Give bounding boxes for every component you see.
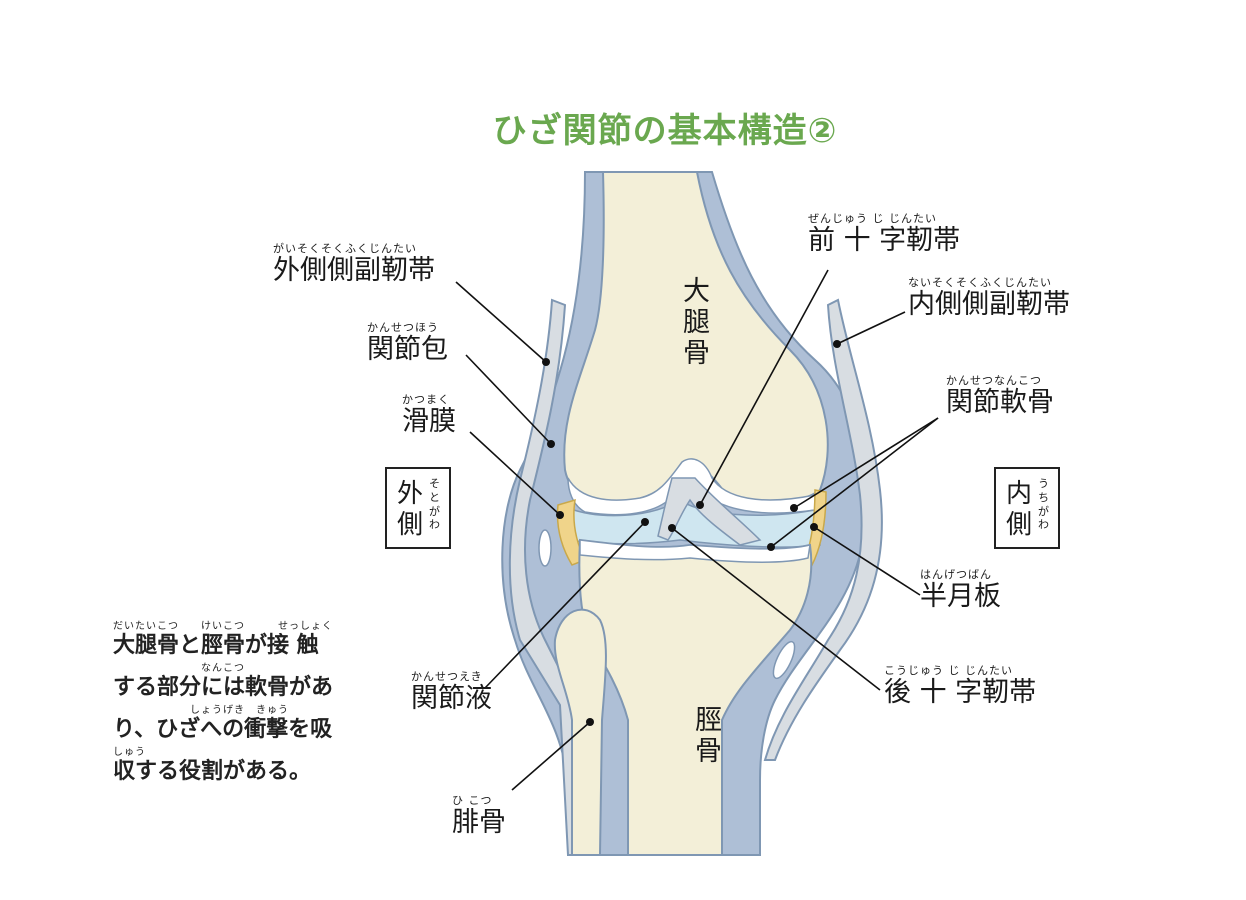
leader-line — [469, 431, 561, 516]
ruby-text: ひ こつ — [452, 794, 493, 807]
label-text: 前 十 字靭帯 — [808, 225, 961, 256]
leader-dot — [556, 511, 564, 519]
ruby-text: だいたいこつ けいこつ せっしょく — [113, 621, 333, 632]
label-text: 腓骨 — [452, 807, 506, 838]
ruby-text: かんせつほう — [367, 321, 439, 334]
description-text: だいたいこつ けいこつ せっしょく 大腿骨と脛骨が接 触 なんこつ する部分には… — [113, 620, 363, 788]
cruciate-ligaments-shape — [657, 477, 762, 546]
leader-line — [699, 269, 829, 506]
tibia-cartilage-shape — [579, 539, 811, 563]
leader-dot — [790, 504, 798, 512]
lateral-collateral-ligament-label: がいそくそくふくじんたい 外側側副靭帯 — [273, 243, 435, 284]
label-text: 滑膜 — [402, 406, 456, 437]
leader-dot — [641, 518, 649, 526]
leader-dot — [767, 543, 775, 551]
label-text: 半月板 — [920, 581, 1001, 612]
leader-dot — [810, 523, 818, 531]
label-text: 関節包 — [367, 334, 448, 365]
leader-dot — [542, 358, 550, 366]
ruby-text: しょうげき きゅう — [113, 704, 289, 716]
leader-line — [484, 521, 646, 689]
synovial-pocket-shape — [538, 529, 552, 567]
joint-capsule-label: かんせつほう 関節包 — [367, 322, 448, 363]
outer-side-box: 外側 そとがわ — [385, 467, 451, 549]
femur-label: 大腿骨 — [683, 276, 710, 370]
leader-line — [813, 526, 921, 596]
anterior-cruciate-ligament-label: ぜんじゅう じ じんたい 前 十 字靭帯 — [808, 213, 960, 254]
meniscus-label: はんげつばん 半月板 — [920, 569, 1001, 610]
outer-side-ruby: そとがわ — [429, 477, 440, 532]
leader-line — [511, 721, 591, 791]
label-text: 後 十 字靭帯 — [884, 677, 1037, 708]
label-text: 関節液 — [411, 683, 492, 714]
ruby-text: はんげつばん — [920, 568, 992, 581]
synovium-label: かつまく 滑膜 — [402, 394, 456, 435]
ruby-text: ぜんじゅう じ じんたい — [808, 212, 937, 225]
tibia-label: 脛骨 — [695, 705, 722, 768]
leader-line — [671, 527, 881, 691]
medial-collateral-ligament-label: ないそくそくふくじんたい 内側側副靭帯 — [908, 277, 1070, 318]
medial-collateral-ligament-shape — [763, 298, 883, 761]
leader-dot — [668, 524, 676, 532]
description-line: 大腿骨と脛骨が接 触 — [113, 633, 319, 658]
leader-line — [793, 417, 939, 509]
description-line: する部分には軟骨があ — [113, 674, 334, 700]
leader-dot — [586, 718, 594, 726]
description-line: り、ひざへの衝撃を吸 — [113, 716, 333, 742]
leader-line — [455, 281, 547, 363]
label-text: 外側側副靭帯 — [273, 255, 435, 286]
posterior-cruciate-ligament-label: こうじゅう じ じんたい 後 十 字靭帯 — [884, 665, 1036, 706]
ruby-text: なんこつ — [113, 662, 245, 674]
leader-dot — [696, 501, 704, 509]
synovial-fluid-label: かんせつえき 関節液 — [411, 671, 492, 712]
ruby-text: がいそくそくふくじんたい — [273, 242, 417, 255]
synovial-pocket-shape — [772, 640, 796, 680]
inner-side-box: 内側 うちがわ — [994, 467, 1060, 549]
outer-side-text: 外側 — [397, 479, 424, 541]
ruby-text: かんせつなんこつ — [946, 374, 1042, 387]
ruby-text: かんせつえき — [411, 670, 483, 683]
inner-side-text: 内側 — [1006, 479, 1033, 541]
ruby-text: こうじゅう じ じんたい — [884, 664, 1013, 677]
ruby-text: しゅう — [113, 746, 146, 758]
ruby-text: かつまく — [402, 393, 450, 406]
leader-dot — [833, 340, 841, 348]
inner-side-ruby: うちがわ — [1038, 477, 1049, 532]
description-line: 収する役割がある。 — [113, 758, 312, 784]
leader-line — [836, 311, 906, 345]
ruby-text: ないそくそくふくじんたい — [908, 276, 1052, 289]
articular-cartilage-label: かんせつなんこつ 関節軟骨 — [946, 375, 1054, 416]
leader-line — [465, 354, 552, 445]
leader-line — [770, 417, 939, 548]
leader-dot — [547, 440, 555, 448]
page-title: ひざ関節の基本構造② — [492, 111, 838, 151]
fibula-shape — [553, 608, 607, 856]
label-text: 内側側副靭帯 — [908, 289, 1070, 320]
label-text: 関節軟骨 — [946, 387, 1054, 418]
fibula-label: ひ こつ 腓骨 — [452, 795, 506, 836]
